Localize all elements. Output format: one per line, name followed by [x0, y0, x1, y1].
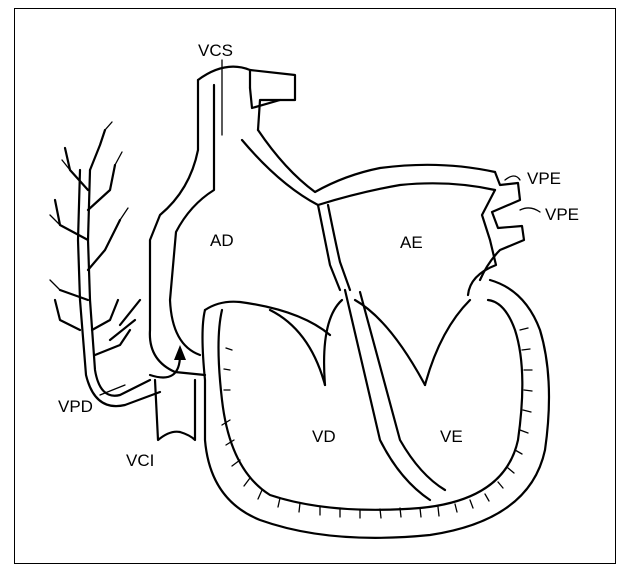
label-vpe-bottom: VPE	[545, 206, 579, 223]
label-vpe-top: VPE	[527, 170, 561, 187]
label-vci: VCI	[126, 452, 154, 469]
ventricle-wall	[203, 280, 550, 538]
valves	[270, 300, 470, 385]
ventricular-septum	[345, 290, 445, 500]
label-ae: AE	[400, 234, 423, 251]
right-atrium-wall	[150, 60, 250, 375]
inferior-vena-cava	[155, 380, 195, 440]
label-vcs: VCS	[198, 42, 233, 59]
hepatic-vein-tree	[50, 122, 160, 406]
left-atrium-wall	[468, 172, 524, 295]
label-ad: AD	[210, 232, 234, 249]
label-vpd: VPD	[58, 398, 93, 415]
atrial-septum	[318, 205, 350, 290]
great-vessels	[242, 70, 495, 205]
label-ve: VE	[440, 428, 463, 445]
label-vd: VD	[312, 428, 336, 445]
